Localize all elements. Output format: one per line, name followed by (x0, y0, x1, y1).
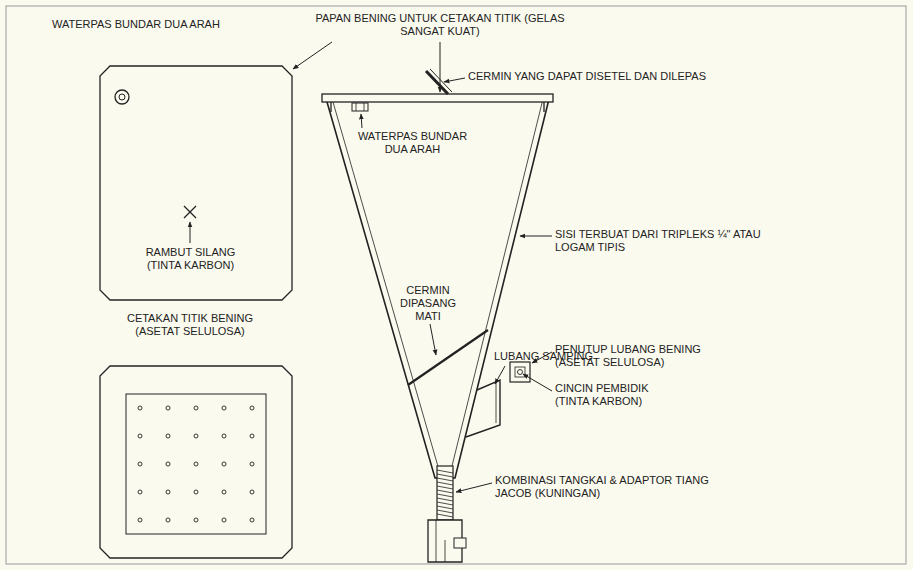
print-dot (250, 490, 254, 494)
bubble-level (352, 103, 368, 111)
bubble-level (356, 103, 364, 111)
print-dot (138, 490, 142, 494)
print-dot (222, 462, 226, 466)
thread-line (437, 510, 453, 513)
leader-line (190, 222, 191, 243)
dot-print-sheet (100, 366, 292, 558)
thread-line (437, 482, 453, 485)
side-hole (496, 383, 497, 423)
thread-line (437, 498, 453, 501)
dot-grid-frame (126, 394, 266, 534)
adjustable-mirror (430, 69, 452, 92)
crosshair (184, 206, 196, 218)
print-dot (194, 490, 198, 494)
print-dot (166, 406, 170, 410)
print-dot (138, 434, 142, 438)
leader-line (444, 78, 465, 82)
part-label: PAPAN BENING UNTUK CETAKAN TITIK (GELAS … (315, 12, 565, 38)
glass-plate (100, 66, 292, 300)
dot-grid (138, 406, 254, 522)
adjustable-mirror (426, 71, 448, 94)
print-dot (250, 462, 254, 466)
page-frame (6, 6, 906, 564)
part-label: WATERPAS BUNDAR DUA ARAH (350, 130, 475, 156)
bubble-level (119, 94, 125, 100)
print-dot (222, 518, 226, 522)
print-dot (166, 434, 170, 438)
screw-thread (437, 470, 453, 517)
print-dot (138, 406, 142, 410)
part-label: KOMBINASI TANGKAI & ADAPTOR TIANG JACOB … (495, 474, 713, 500)
thread-line (437, 486, 453, 489)
part-label: SISI TERBUAT DARI TRIPLEKS ¼" ATAU LOGAM… (555, 228, 777, 254)
print-dot (166, 462, 170, 466)
leader-lines (190, 42, 552, 492)
part-label: WATERPAS BUNDAR DUA ARAH (52, 18, 220, 31)
thread-line (437, 470, 453, 473)
print-dot (250, 406, 254, 410)
thread-line (437, 474, 453, 477)
glass-plate-top (322, 94, 553, 102)
set-screw (454, 538, 466, 548)
thread-line (437, 502, 453, 505)
print-dot (194, 434, 198, 438)
thread-line (437, 478, 453, 481)
part-label: PENUTUP LUBANG BENING (ASETAT SELULOSA) (555, 343, 730, 369)
part-label: RAMBUT SILANG (TINTA KARBON) (128, 246, 253, 272)
leader-line (523, 374, 552, 391)
side-hole (466, 380, 500, 437)
part-label: CETAKAN TITIK BENING (ASETAT SELULOSA) (105, 312, 275, 338)
print-dot (166, 518, 170, 522)
print-dot (194, 462, 198, 466)
funnel-sides (325, 95, 550, 478)
plate-support (331, 102, 544, 112)
hole-cover (510, 362, 530, 382)
thread-line (437, 514, 453, 517)
leader-line (430, 324, 436, 355)
leader-line (293, 42, 332, 69)
hole-cover (515, 367, 525, 377)
leader-line (440, 42, 441, 92)
print-dot (222, 406, 226, 410)
funnel-inner-sides (331, 95, 544, 470)
part-label: CERMIN DIPASANG MATI (392, 284, 464, 323)
thread-line (437, 494, 453, 497)
part-label: CINCIN PEMBIDIK (TINTA KARBON) (555, 382, 685, 408)
print-dot (138, 518, 142, 522)
thread-line (437, 506, 453, 509)
print-dot (194, 518, 198, 522)
part-label: CERMIN YANG DAPAT DISETEL DAN DILEPAS (468, 70, 706, 83)
print-dot (222, 490, 226, 494)
thread-line (437, 490, 453, 493)
bubble-level (115, 90, 129, 104)
leader-line (456, 483, 492, 492)
print-dot (166, 490, 170, 494)
sighting-ring (518, 370, 523, 375)
threaded-stem (437, 466, 453, 520)
adaptor-slot (436, 520, 445, 562)
leader-line (495, 366, 505, 384)
print-dot (138, 462, 142, 466)
print-dot (250, 434, 254, 438)
leader-line (361, 114, 362, 128)
leader-line (520, 236, 552, 237)
print-dot (194, 406, 198, 410)
fixed-mirror (408, 330, 488, 385)
print-dot (222, 434, 226, 438)
print-dot (250, 518, 254, 522)
